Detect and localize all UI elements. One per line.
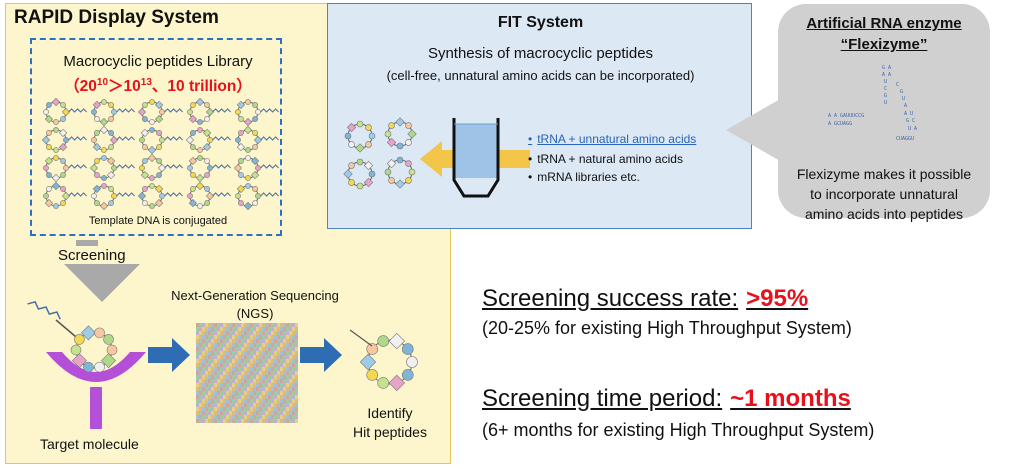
- svg-text:G C: G C: [906, 118, 915, 124]
- macrocycle-peptide-icon: [349, 329, 418, 392]
- svg-text:A A: A A: [882, 72, 891, 78]
- svg-text:U: U: [884, 79, 887, 85]
- time-period-value: ~1 months: [730, 385, 851, 412]
- svg-text:G A: G A: [882, 65, 891, 71]
- success-rate-value: >95%: [746, 285, 809, 312]
- success-rate-note: (20-25% for existing High Throughput Sys…: [482, 318, 852, 338]
- svg-text:A GCUAGG: A GCUAGG: [828, 121, 852, 127]
- library-count: （2010＞1013、10 trillion）: [64, 76, 252, 95]
- fit-item: tRNA + unnatural amino acids: [528, 132, 696, 146]
- flexizyme-title: Artificial RNA enzyme“Flexizyme”: [806, 15, 962, 53]
- fit-item: mRNA libraries etc.: [528, 170, 640, 184]
- macrocycle-library-icon: [41, 97, 279, 211]
- rna-structure-icon: G A A A U C G U C G U A A A GAUUUCCG A G…: [828, 65, 917, 142]
- fit-subtitle-note: (cell-free, unnatural amino acids can be…: [386, 68, 695, 83]
- receptor-icon: [27, 301, 146, 429]
- right-arrow-icon: [300, 338, 342, 372]
- target-label: Target molecule: [40, 436, 139, 452]
- svg-text:C: C: [896, 82, 899, 88]
- svg-text:C: C: [884, 86, 887, 92]
- time-period-heading: Screening time period:~1 months: [482, 385, 851, 412]
- svg-text:A: A: [904, 103, 907, 109]
- callout-pointer: [726, 98, 782, 162]
- svg-text:A A GAUUUCCG: A A GAUUUCCG: [828, 113, 864, 119]
- library-title: Macrocyclic peptides Library: [63, 53, 253, 70]
- rapid-title: RAPID Display System: [14, 7, 219, 28]
- time-period-note: (6+ months for existing High Throughput …: [482, 420, 875, 440]
- fit-title: FIT System: [497, 14, 584, 31]
- fit-panel: FIT System Synthesis of macrocyclic pept…: [327, 3, 752, 229]
- fit-item: tRNA + natural amino acids: [528, 152, 683, 166]
- funnel-arrow-icon: [64, 240, 140, 302]
- library-box: Macrocyclic peptides Library （2010＞1013、…: [30, 38, 282, 236]
- svg-text:G: G: [884, 93, 887, 99]
- svg-text:G: G: [900, 89, 903, 95]
- macrocycle-peptide-icon: [343, 117, 417, 190]
- right-arrow-icon: [148, 338, 190, 372]
- flexizyme-callout: Artificial RNA enzyme“Flexizyme” G A A A…: [778, 4, 990, 222]
- screening-label: Screening: [58, 247, 126, 264]
- success-rate-heading: Screening success rate:>95%: [482, 285, 809, 312]
- svg-text:U: U: [884, 100, 887, 106]
- svg-text:CUAGGU: CUAGGU: [896, 136, 914, 142]
- svg-text:U: U: [902, 96, 905, 102]
- library-note: Template DNA is conjugated: [88, 215, 228, 227]
- svg-text:A U: A U: [904, 111, 913, 117]
- ngs-sequence-image: [196, 323, 298, 423]
- test-tube-icon: [452, 118, 500, 198]
- svg-text:U A: U A: [908, 126, 917, 132]
- macrocycle-peptide-icon: [70, 325, 118, 373]
- ngs-label: Next-Generation Sequencing(NGS): [171, 288, 339, 321]
- fit-subtitle: Synthesis of macrocyclic peptides: [427, 45, 654, 62]
